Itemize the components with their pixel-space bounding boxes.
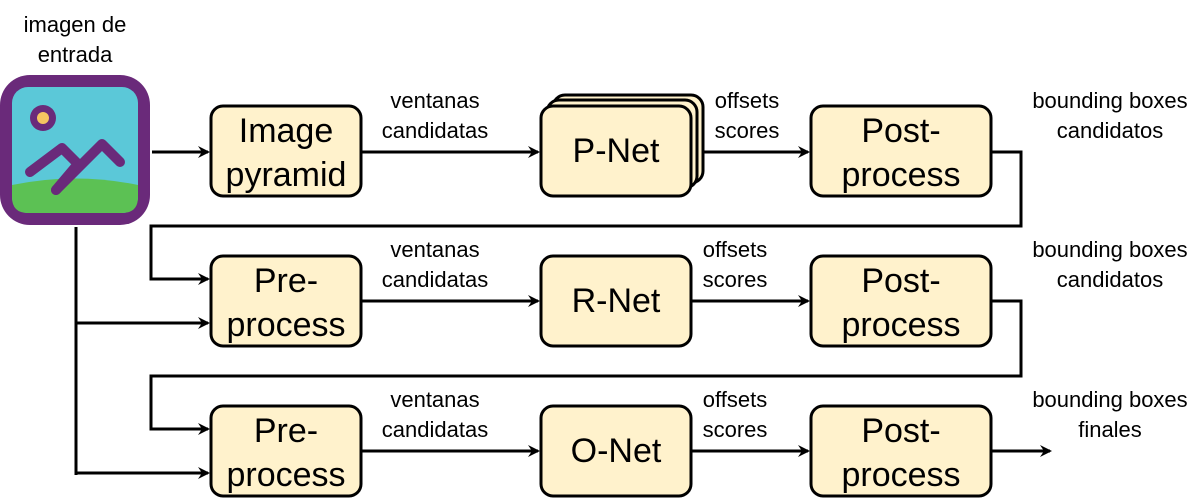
pre-process-label-line1: Pre-: [254, 262, 318, 300]
edge-label: ventanas: [390, 237, 479, 262]
pre-process-box: [209, 404, 363, 498]
pre-process-label-line2: process: [226, 456, 345, 494]
post-process-box: [809, 254, 993, 348]
edge-label: scores: [715, 118, 780, 143]
input-label-line1: imagen de: [24, 12, 127, 37]
edge-label: ventanas: [390, 88, 479, 113]
p-net-stack: [539, 93, 705, 198]
r-net-label: R-Net: [572, 282, 661, 320]
connectors: [74, 146, 1052, 479]
post-process-box: [809, 404, 993, 498]
image-pyramid-label-line2: pyramid: [226, 156, 347, 194]
edge-label: candidatas: [382, 267, 488, 292]
p-net-box: [539, 104, 693, 198]
edge-label: candidatas: [382, 118, 488, 143]
output-label: bounding boxes: [1032, 88, 1187, 113]
post-process-label-line2: process: [841, 456, 960, 494]
output-label: finales: [1078, 417, 1142, 442]
input-label-line2: entrada: [38, 42, 113, 67]
edge-label: candidatas: [382, 417, 488, 442]
o-net-label: O-Net: [571, 432, 662, 470]
edge-label: ventanas: [390, 387, 479, 412]
row-1: Image pyramid ventanas candidatas P-Net …: [209, 88, 1188, 198]
edge-label: offsets: [703, 387, 767, 412]
row-3: Pre- process ventanas candidatas O-Net o…: [209, 387, 1188, 498]
output-label: bounding boxes: [1032, 387, 1187, 412]
edge-label: scores: [703, 417, 768, 442]
p-net-label: P-Net: [573, 132, 660, 170]
post-process-label-line1: Post-: [861, 262, 940, 300]
post-process-label-line1: Post-: [861, 412, 940, 450]
output-label: candidatos: [1057, 267, 1163, 292]
edge-label: offsets: [715, 88, 779, 113]
pre-process-label-line1: Pre-: [254, 412, 318, 450]
image-pyramid-box: [209, 104, 363, 198]
edge-label: scores: [703, 267, 768, 292]
output-label: candidatos: [1057, 118, 1163, 143]
pre-process-label-line2: process: [226, 306, 345, 344]
post-process-label-line2: process: [841, 306, 960, 344]
pre-process-box: [209, 254, 363, 348]
post-process-box: [809, 104, 993, 198]
row-2: Pre- process ventanas candidatas R-Net o…: [209, 237, 1188, 348]
edge-label: offsets: [703, 237, 767, 262]
o-net-box: [539, 404, 693, 498]
post-process-label-line1: Post-: [861, 112, 940, 150]
output-label: bounding boxes: [1032, 237, 1187, 262]
r-net-box: [539, 254, 693, 348]
input-image-icon: [0, 75, 150, 225]
image-pyramid-label-line1: Image: [239, 112, 334, 150]
post-process-label-line2: process: [841, 156, 960, 194]
